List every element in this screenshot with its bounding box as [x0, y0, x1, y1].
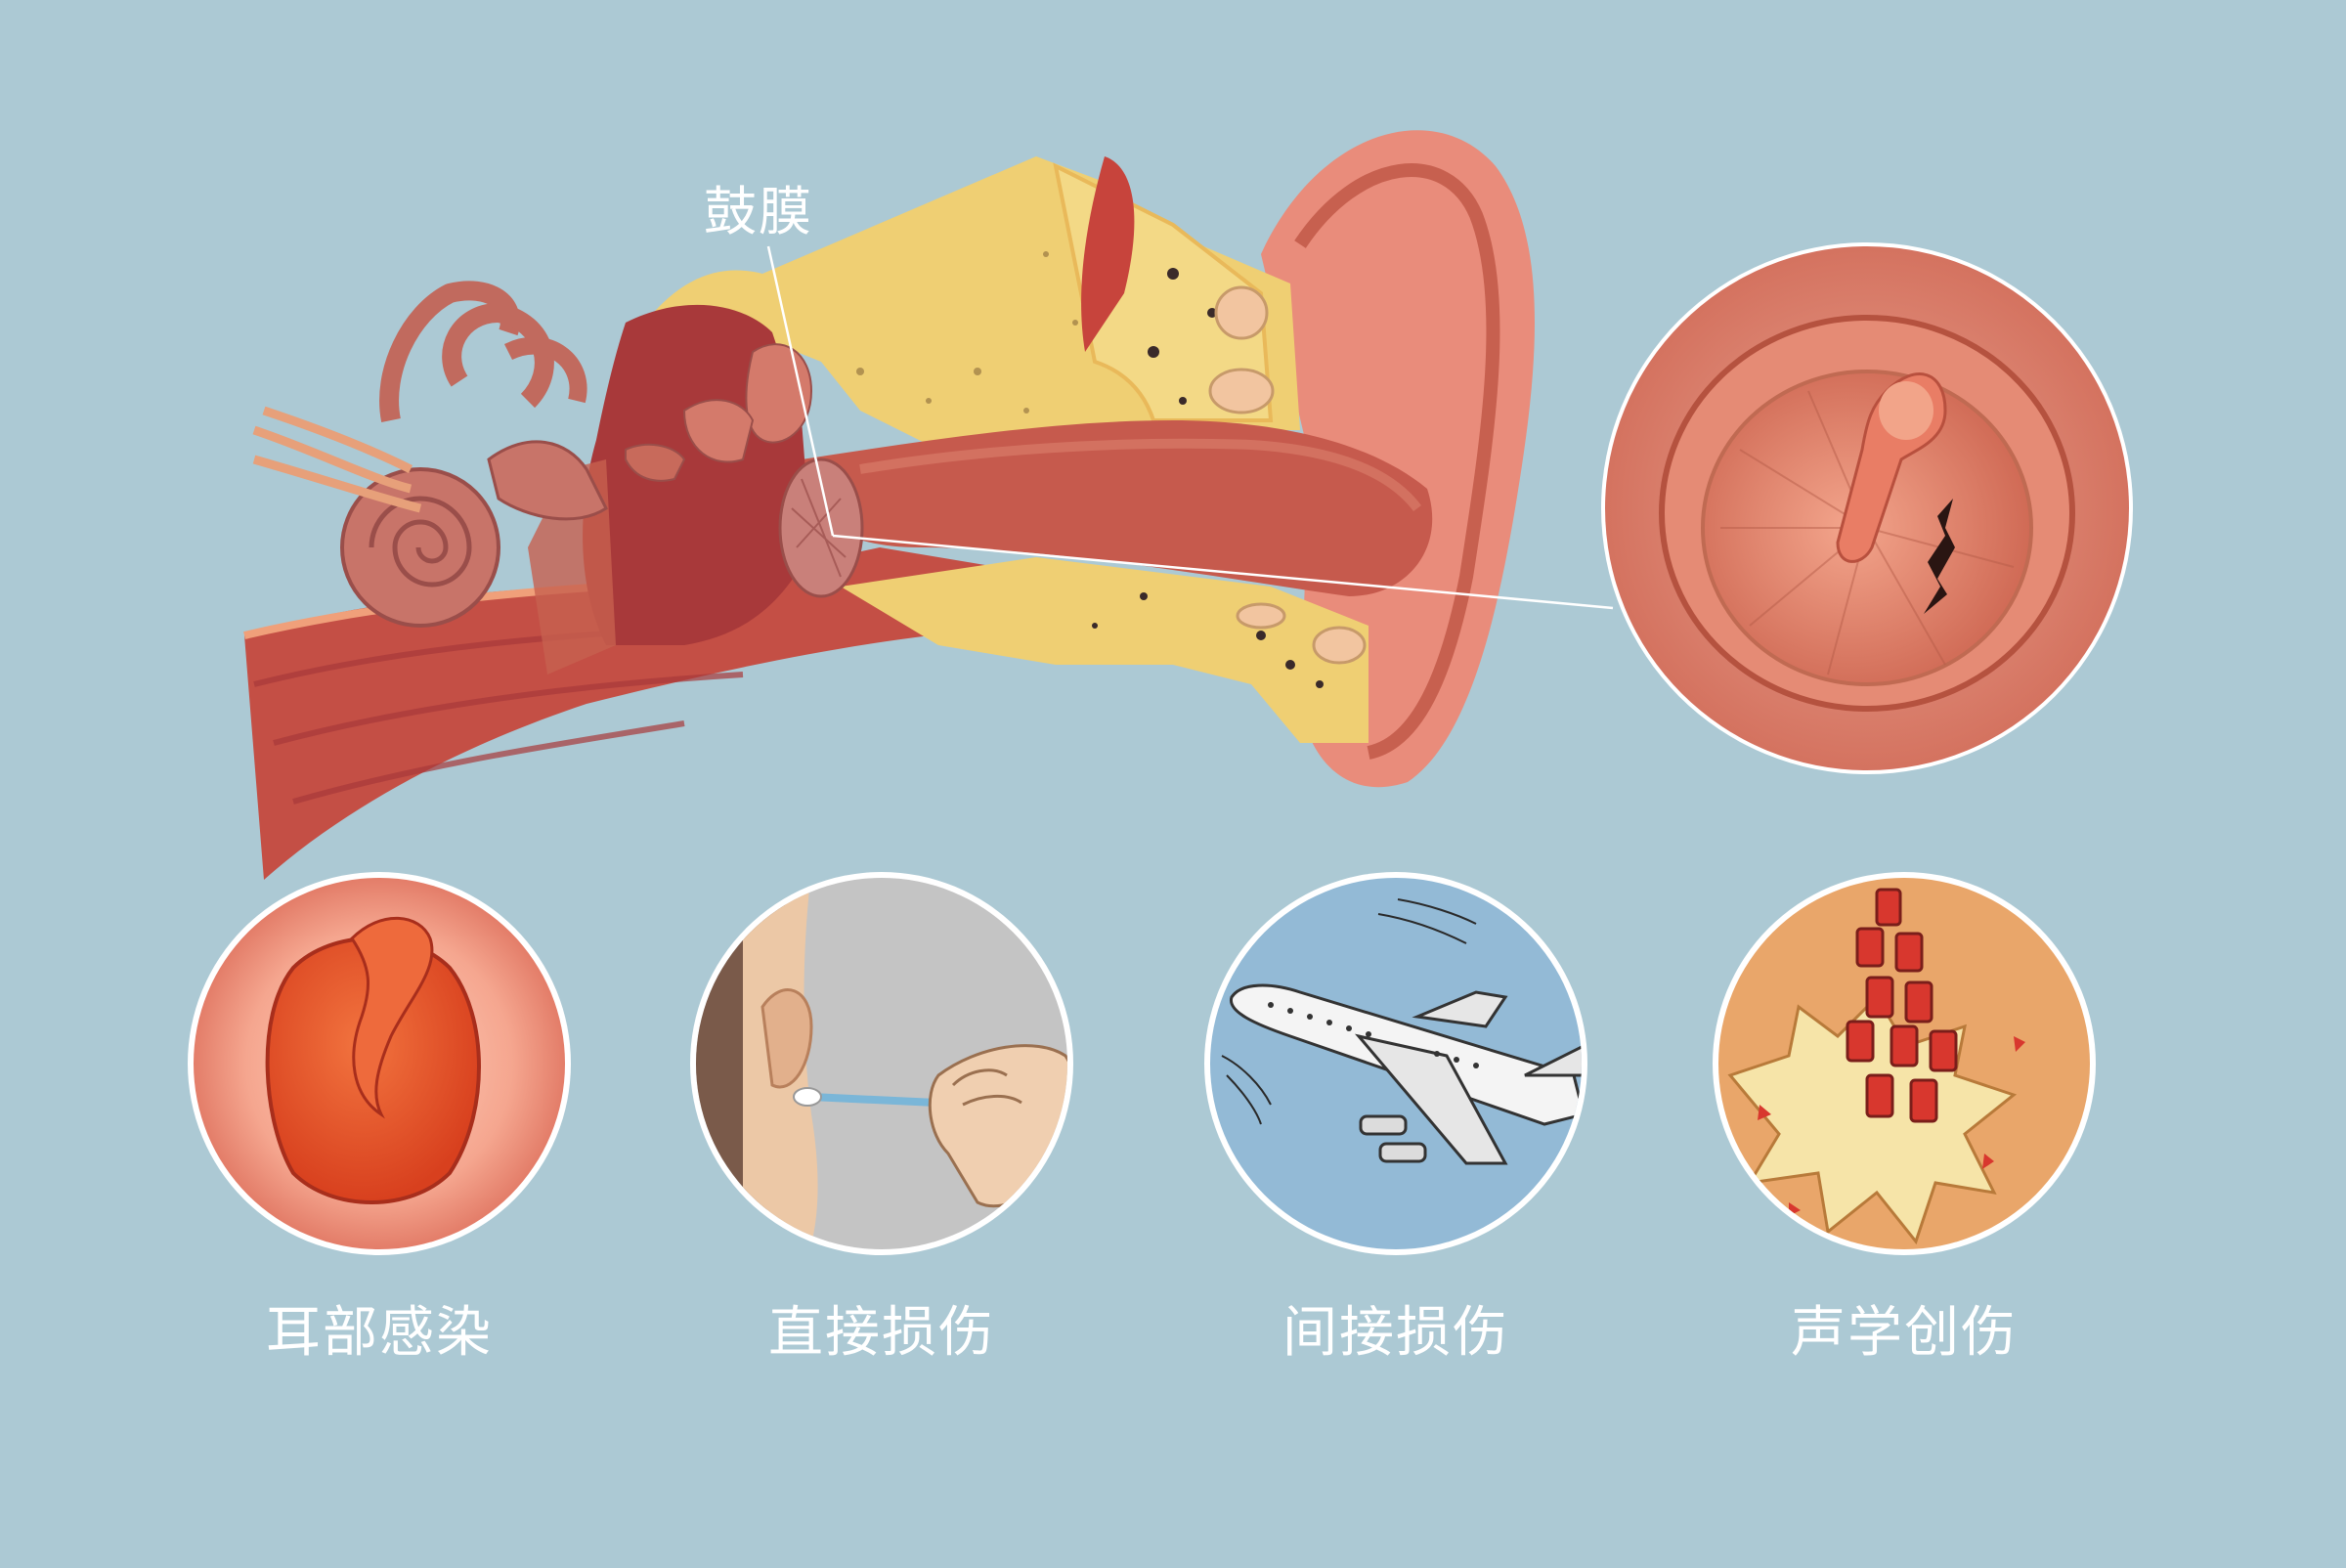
cause-label-ear-infection: 耳部感染 [266, 1301, 493, 1365]
callout-line [766, 245, 835, 537]
cause-circle-acoustic-trauma [1713, 872, 2096, 1255]
eardrum-zoom-circle [1601, 242, 2133, 774]
firecracker-explosion-icon [1846, 888, 1958, 1123]
cause-label-indirect-injury: 间接损伤 [1282, 1301, 1509, 1365]
cause-circle-ear-infection [188, 872, 571, 1255]
cause-label-acoustic-trauma: 声学创伤 [1791, 1301, 2018, 1365]
cochlea [340, 281, 608, 628]
cause-circle-direct-injury [690, 872, 1073, 1255]
cause-label-direct-injury: 直接损伤 [768, 1301, 995, 1365]
ear-cross-section [243, 130, 1614, 880]
cause-circle-indirect-injury [1204, 872, 1587, 1255]
airplane-icon [1230, 983, 1582, 1165]
zoom-connector-line [832, 534, 1614, 610]
inflamed-eardrum-icon [265, 916, 481, 1204]
eardrum-label: 鼓膜 [704, 181, 813, 242]
